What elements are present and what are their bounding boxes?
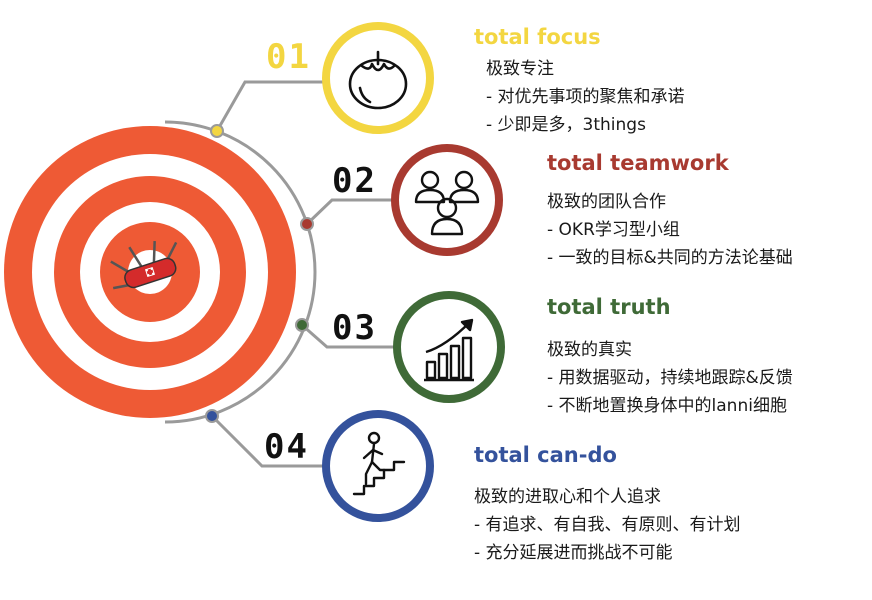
connector-dot-01 — [210, 124, 224, 138]
description-02: 极致的团队合作 - OKR学习型小组 - 一致的目标&共同的方法论基础 — [547, 188, 793, 272]
description-heading: 极致专注 — [486, 59, 554, 79]
title-total-teamwork: total teamwork — [547, 151, 729, 175]
tomato-icon — [348, 50, 408, 110]
title-total-can-do: total can-do — [474, 443, 617, 467]
connector-dot-04 — [205, 409, 219, 423]
connector-03 — [301, 323, 408, 349]
step-number-02: 02 — [332, 161, 377, 201]
growth-chart-icon — [424, 318, 474, 382]
description-point: - 用数据驱动，持续地跟踪&反馈 — [547, 368, 793, 388]
description-point: - 有追求、有自我、有原则、有计划 — [474, 515, 741, 535]
description-04: 极致的进取心和个人追求 - 有追求、有自我、有原则、有计划 - 充分延展进而挑战… — [474, 483, 741, 567]
connector-02 — [305, 198, 408, 226]
step-number-01: 01 — [266, 37, 311, 77]
title-total-truth: total truth — [547, 295, 671, 319]
connector-dot-03 — [295, 318, 309, 332]
title-total-focus: total focus — [474, 25, 601, 49]
description-point: - 对优先事项的聚焦和承诺 — [486, 87, 685, 107]
stairs-climber-icon — [352, 431, 406, 496]
connector-04 — [210, 414, 336, 468]
team-icon — [414, 170, 480, 236]
description-heading: 极致的真实 — [547, 340, 632, 360]
ring-01 — [322, 22, 434, 134]
description-point: - 一致的目标&共同的方法论基础 — [547, 248, 793, 268]
ring-04 — [322, 410, 434, 522]
description-point: - OKR学习型小组 — [547, 220, 680, 240]
description-heading: 极致的团队合作 — [547, 192, 666, 212]
step-number-04: 04 — [264, 427, 309, 467]
connector-dot-02 — [300, 217, 314, 231]
description-point: - 充分延展进而挑战不可能 — [474, 543, 673, 563]
step-number-03: 03 — [332, 308, 377, 348]
connector-arc — [164, 120, 317, 424]
ring-03 — [393, 291, 505, 403]
description-01: 极致专注 - 对优先事项的聚焦和承诺 - 少即是多，3things — [486, 55, 685, 139]
description-point: - 不断地置换身体中的lanni细胞 — [547, 396, 787, 416]
description-point: - 少即是多，3things — [486, 115, 646, 135]
swiss-army-knife-icon — [110, 241, 178, 290]
connector-01 — [215, 80, 333, 132]
description-03: 极致的真实 - 用数据驱动，持续地跟踪&反馈 - 不断地置换身体中的lanni细… — [547, 336, 793, 420]
description-heading: 极致的进取心和个人追求 — [474, 487, 661, 507]
